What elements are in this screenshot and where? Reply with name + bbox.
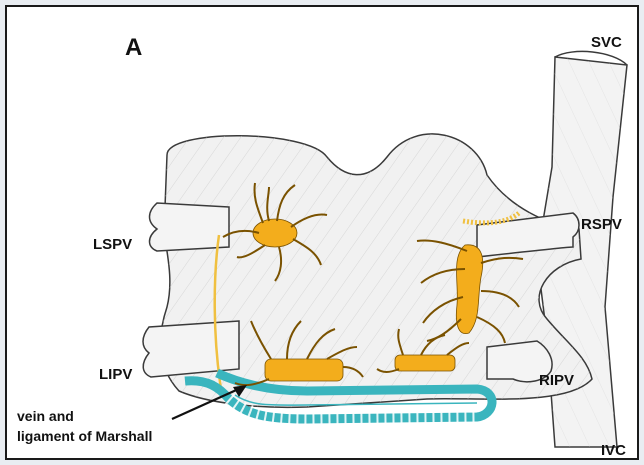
lspv-label: LSPV [93, 236, 132, 253]
marshall-label-line1: vein and [17, 408, 74, 424]
lipv-vein [143, 321, 239, 377]
marshall-label-line2: ligament of Marshall [17, 428, 152, 444]
figure-frame: A SVC RSPV LSPV LIPV RIPV IVC vein and l… [5, 5, 639, 460]
ivc-label: IVC [601, 442, 626, 459]
left-atrium-diagram: A SVC RSPV LSPV LIPV RIPV IVC vein and l… [7, 7, 641, 462]
rspv-label: RSPV [581, 216, 622, 233]
lipv-label: LIPV [99, 366, 132, 383]
panel-label: A [125, 34, 142, 61]
ripv-label: RIPV [539, 372, 574, 389]
svc-label: SVC [591, 34, 622, 51]
